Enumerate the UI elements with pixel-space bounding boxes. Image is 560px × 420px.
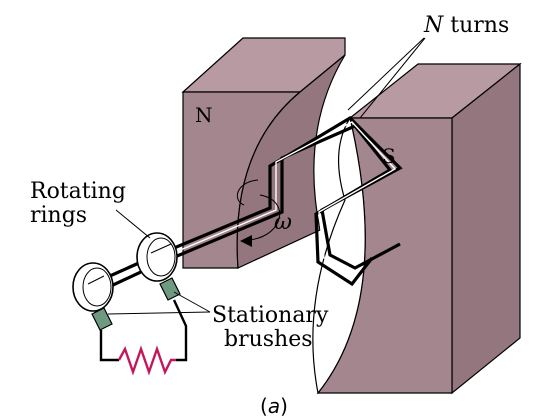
rotating-rings-label-line1: Rotating (30, 179, 126, 204)
brush-leader-right (173, 291, 211, 313)
rotating-rings-label-line2: rings (30, 203, 87, 228)
n-turns-label: N turns (423, 13, 509, 38)
north-pole-label: N (195, 103, 213, 127)
brush-left (91, 307, 113, 331)
resistor (117, 345, 176, 376)
stationary-brushes (91, 277, 181, 331)
omega-label: ω (274, 210, 292, 235)
n-turns-leader (347, 37, 425, 111)
brush-leader-left (107, 311, 211, 315)
figure-caption: (a) (260, 394, 288, 418)
rotating-rings-leader (115, 209, 151, 239)
brush-right (159, 277, 181, 301)
stationary-brushes-label-line2: brushes (224, 327, 313, 352)
stationary-brushes-label-line1: Stationary (212, 303, 329, 328)
south-pole-piece (312, 62, 522, 395)
slip-ring-left (72, 262, 114, 312)
leader-lines (107, 37, 426, 315)
rotating-rings (72, 232, 178, 312)
rotation-arrow (236, 179, 281, 247)
slip-ring-right (136, 232, 178, 282)
external-circuit (99, 299, 188, 376)
south-pole-label: S (382, 144, 396, 168)
